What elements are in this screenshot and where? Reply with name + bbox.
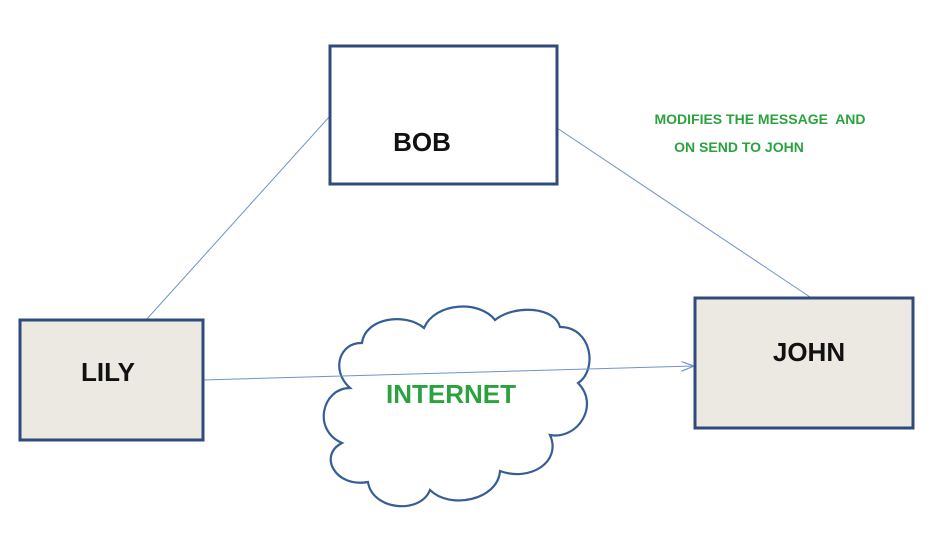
arrow-lily-to-john (202, 366, 694, 381)
node-lily-box (18, 318, 205, 442)
node-lily-label: LILY (81, 357, 135, 387)
node-john-label: JOHN (773, 337, 845, 367)
node-bob-label: BOB (393, 127, 451, 157)
internet-label: INTERNET (386, 379, 516, 409)
node-lily: LILY (18, 318, 205, 442)
node-bob: BOB (328, 44, 559, 186)
node-john: JOHN (693, 296, 915, 430)
connector-bob-to-john (556, 127, 811, 298)
internet-cloud (322, 305, 591, 508)
annotation-line-1: MODIFIES THE MESSAGE AND (654, 111, 865, 127)
annotation-line-2: ON SEND TO JOHN (674, 139, 804, 155)
node-john-box (693, 296, 915, 430)
node-bob-box (328, 44, 559, 186)
connector-lily-to-bob (145, 115, 331, 321)
